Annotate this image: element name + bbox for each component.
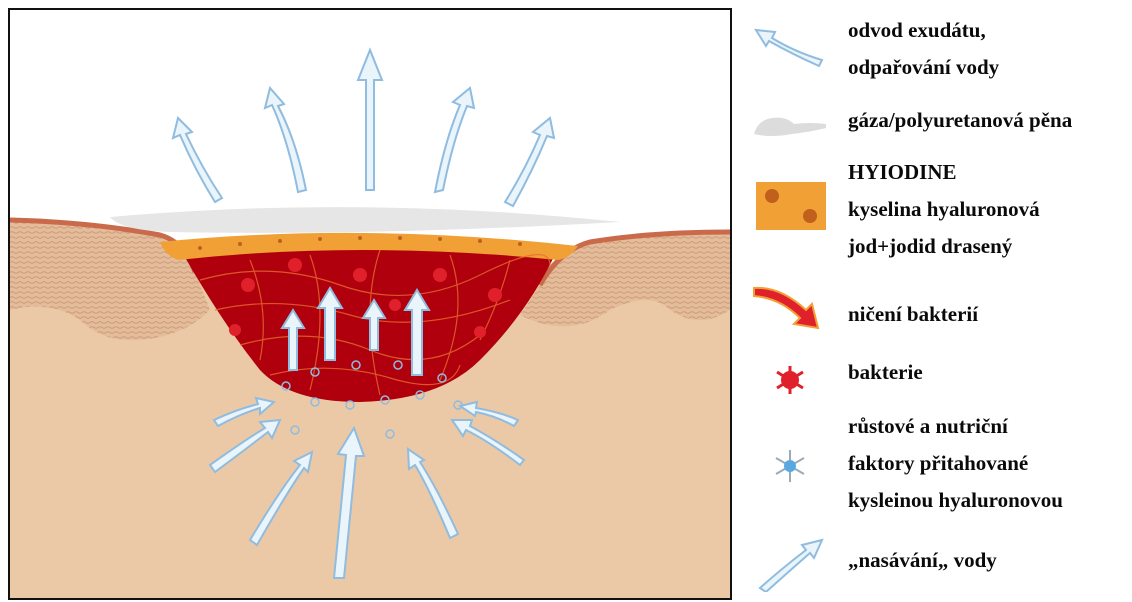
gauze-layer bbox=[110, 207, 620, 233]
legend: odvod exudátu, odpařování vody gáza/poly… bbox=[742, 0, 1132, 602]
legend-line: „nasávání„ vody bbox=[848, 542, 997, 579]
legend-line: faktory přitahované bbox=[848, 445, 1063, 482]
hyiodine-gel-icon bbox=[750, 180, 828, 232]
legend-line: odpařování vody bbox=[848, 49, 999, 86]
legend-item-bacteria-destruction: ničení bakterií bbox=[848, 296, 978, 333]
outgoing-arrow-icon bbox=[750, 20, 828, 72]
incoming-arrow-icon bbox=[750, 536, 828, 592]
legend-line: odvod exudátu, bbox=[848, 12, 999, 49]
legend-item-gauze: gáza/polyuretanová pěna bbox=[848, 102, 1072, 139]
legend-line: bakterie bbox=[848, 354, 923, 391]
growth-factor-icon bbox=[750, 440, 828, 492]
red-arrow-icon bbox=[750, 282, 828, 334]
legend-line: gáza/polyuretanová pěna bbox=[848, 102, 1072, 139]
legend-line: kyselina hyaluronová bbox=[848, 191, 1040, 228]
gauze-icon bbox=[750, 100, 828, 152]
legend-line: HYIODINE bbox=[848, 154, 1040, 191]
legend-item-hyiodine: HYIODINE kyselina hyaluronová jod+jodid … bbox=[848, 154, 1040, 265]
legend-item-growth-factors: růstové a nutriční faktory přitahované k… bbox=[848, 408, 1063, 519]
legend-item-water-suction: „nasávání„ vody bbox=[848, 542, 997, 579]
legend-line: růstové a nutriční bbox=[848, 408, 1063, 445]
legend-item-bacteria: bakterie bbox=[848, 354, 923, 391]
bacterium-icon bbox=[750, 354, 828, 406]
wound-illustration bbox=[8, 8, 732, 600]
legend-line: jod+jodid drasený bbox=[848, 228, 1040, 265]
legend-item-exudate: odvod exudátu, odpařování vody bbox=[848, 12, 999, 86]
legend-line: kysleinou hyaluronovou bbox=[848, 482, 1063, 519]
legend-line: ničení bakterií bbox=[848, 296, 978, 333]
